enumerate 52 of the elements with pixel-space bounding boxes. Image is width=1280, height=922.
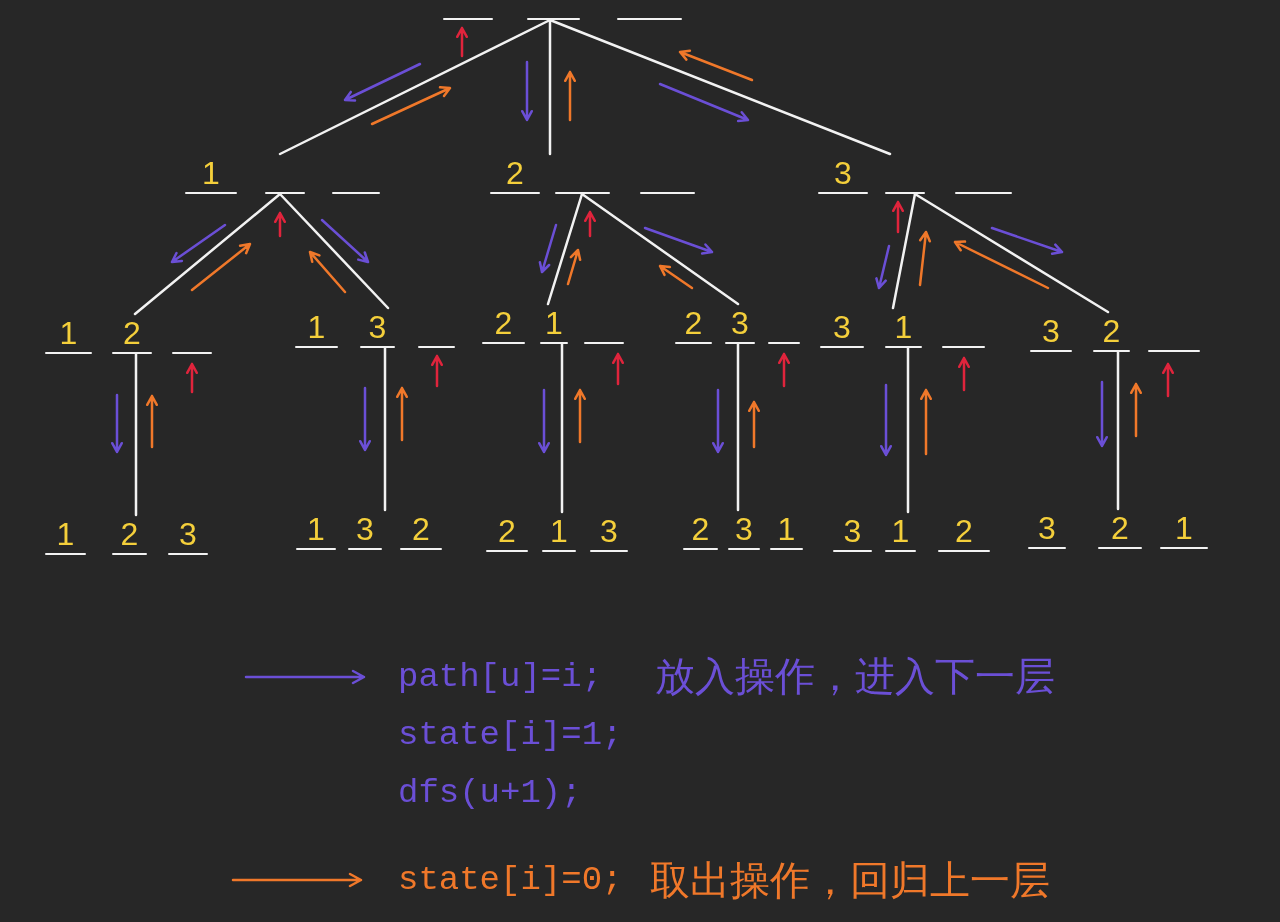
code-text: path[u]=i; state[i]=1; dfs(u+1); <box>398 657 624 814</box>
tree-branch <box>278 18 552 156</box>
slot-digit: 2 <box>955 515 973 547</box>
slot-digit: 1 <box>307 513 325 545</box>
tree-branch <box>736 342 740 512</box>
slot-digit: 1 <box>550 515 568 547</box>
slot-digit: 3 <box>600 515 618 547</box>
slot-digit: 1 <box>56 518 75 550</box>
slot-digit: 3 <box>356 513 374 545</box>
slot-digit: 3 <box>834 157 852 189</box>
tree-branch <box>891 192 917 310</box>
tree-branch <box>906 346 910 514</box>
tree-branch <box>548 18 552 156</box>
slot-digit: 2 <box>498 515 516 547</box>
slot-digit: 2 <box>1102 315 1121 347</box>
slot-digit: 2 <box>684 307 703 339</box>
tree-branch <box>278 192 390 310</box>
slot-digit: 3 <box>1042 315 1060 347</box>
slot-digit: 1 <box>202 157 220 189</box>
slot-digit: 1 <box>891 515 910 547</box>
slot-digit: 3 <box>368 311 387 343</box>
slot-digit: 3 <box>833 311 851 343</box>
slot-digit: 2 <box>506 157 524 189</box>
tree-branch <box>383 346 387 512</box>
slot-digit: 3 <box>735 513 753 545</box>
tree-branch <box>134 352 138 517</box>
comment-text: 取出操作，回归上一层 <box>650 857 1050 904</box>
slot-digit: 1 <box>59 317 78 349</box>
slot-digit: 2 <box>412 513 430 545</box>
comment-text: 放入操作，进入下一层 <box>655 653 1055 700</box>
slot-digit: 1 <box>545 307 563 339</box>
slot-digit: 3 <box>731 307 749 339</box>
slot-digit: 3 <box>1038 512 1056 544</box>
tree-branch <box>548 18 892 156</box>
slot-digit: 1 <box>1175 512 1193 544</box>
slot-digit: 3 <box>843 515 862 547</box>
slot-digit: 2 <box>123 317 141 349</box>
tree-branch <box>133 192 282 316</box>
slot-digit: 1 <box>894 311 913 343</box>
tree-branch <box>580 192 740 306</box>
slot-digit: 2 <box>120 518 139 550</box>
tree-branch <box>1116 350 1120 511</box>
slot-digit: 2 <box>1111 512 1129 544</box>
tree-branch <box>913 192 1110 314</box>
slot-digit: 2 <box>691 513 710 545</box>
slot-digit: 3 <box>179 518 197 550</box>
tree-branch <box>546 192 584 306</box>
slot-digit: 1 <box>777 513 796 545</box>
slot-digit: 1 <box>307 311 326 343</box>
tree-branch <box>560 342 564 514</box>
slot-digit: 2 <box>494 307 513 339</box>
code-text: state[i]=0; <box>398 860 624 901</box>
